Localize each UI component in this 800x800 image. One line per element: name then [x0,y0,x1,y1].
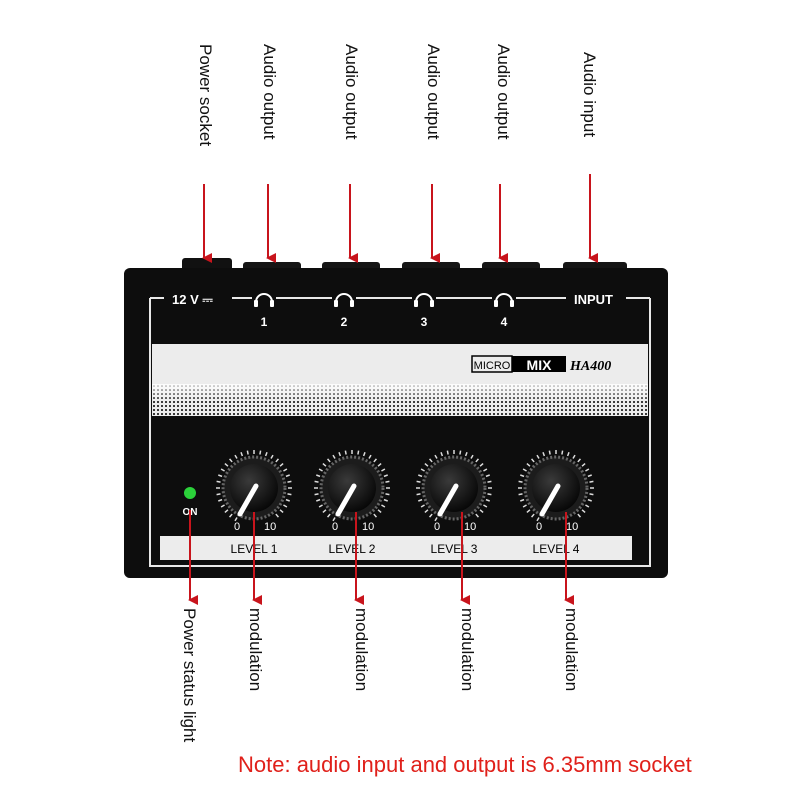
level-knob-4[interactable]: 0 10 [518,450,594,533]
output-number-4: 4 [501,315,508,329]
headphone-icon [334,293,354,307]
device-body [124,268,668,578]
knob-min-label: 0 [234,521,240,533]
knob-min-label: 0 [536,521,542,533]
power-rating-label: 12 V ⎓ [172,292,213,307]
level-knob-1[interactable]: 0 10 [216,450,292,533]
output-number-3: 3 [421,315,428,329]
output-number-2: 2 [341,315,348,329]
output-number-1: 1 [261,315,268,329]
level-strip [160,536,632,560]
headphone-icon [254,293,274,307]
knob-max-label: 10 [362,521,374,533]
input-label: INPUT [574,292,613,307]
headphone-icon [494,293,514,307]
note-text: Note: audio input and output is 6.35mm s… [238,752,692,777]
level-label-4: LEVEL 4 [533,542,580,556]
level-knob-2[interactable]: 0 10 [314,450,390,533]
bottom-arrows [188,510,574,605]
brand-micro: MICRO [474,360,511,372]
brand-mix: MIX [527,357,553,373]
level-label-3: LEVEL 3 [431,542,478,556]
brand-mix-box [512,356,566,372]
knob-max-label: 10 [566,521,578,533]
panel-frame [149,298,651,567]
power-led [184,487,196,499]
level-label-2: LEVEL 2 [329,542,376,556]
headphone-icon [414,293,434,307]
knob-group: 0 10 0 10 0 10 0 10 [216,450,594,533]
knob-min-label: 0 [434,521,440,533]
knob-max-label: 10 [464,521,476,533]
knob-min-label: 0 [332,521,338,533]
level-knob-3[interactable]: 0 10 [416,450,492,533]
knob-max-label: 10 [264,521,276,533]
model-label: HA400 [569,359,611,374]
top-arrows [202,174,598,263]
